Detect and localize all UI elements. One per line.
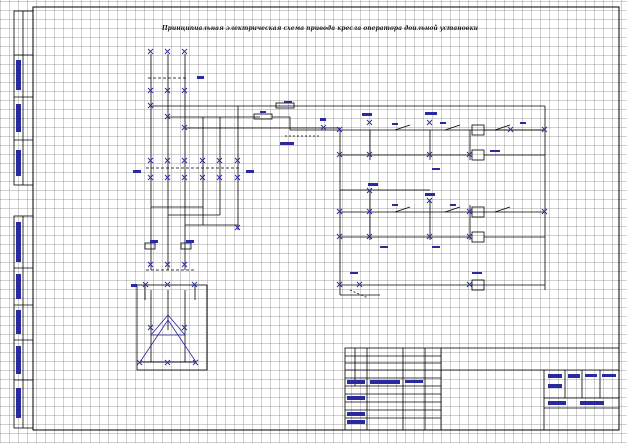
power-circuit bbox=[136, 54, 545, 371]
outer-frame bbox=[32, 6, 620, 431]
drawing-title: Принципиальная электрическая схема приво… bbox=[161, 25, 479, 32]
power-node-marks bbox=[136, 48, 241, 366]
control-circuit bbox=[253, 102, 546, 299]
left-margin-strip bbox=[13, 10, 34, 429]
title-block-fill-marks bbox=[347, 374, 616, 424]
title-block bbox=[344, 347, 620, 431]
control-node-marks bbox=[320, 119, 548, 288]
power-labels bbox=[131, 76, 254, 287]
left-strip-labels bbox=[16, 60, 21, 418]
control-labels bbox=[260, 101, 526, 274]
